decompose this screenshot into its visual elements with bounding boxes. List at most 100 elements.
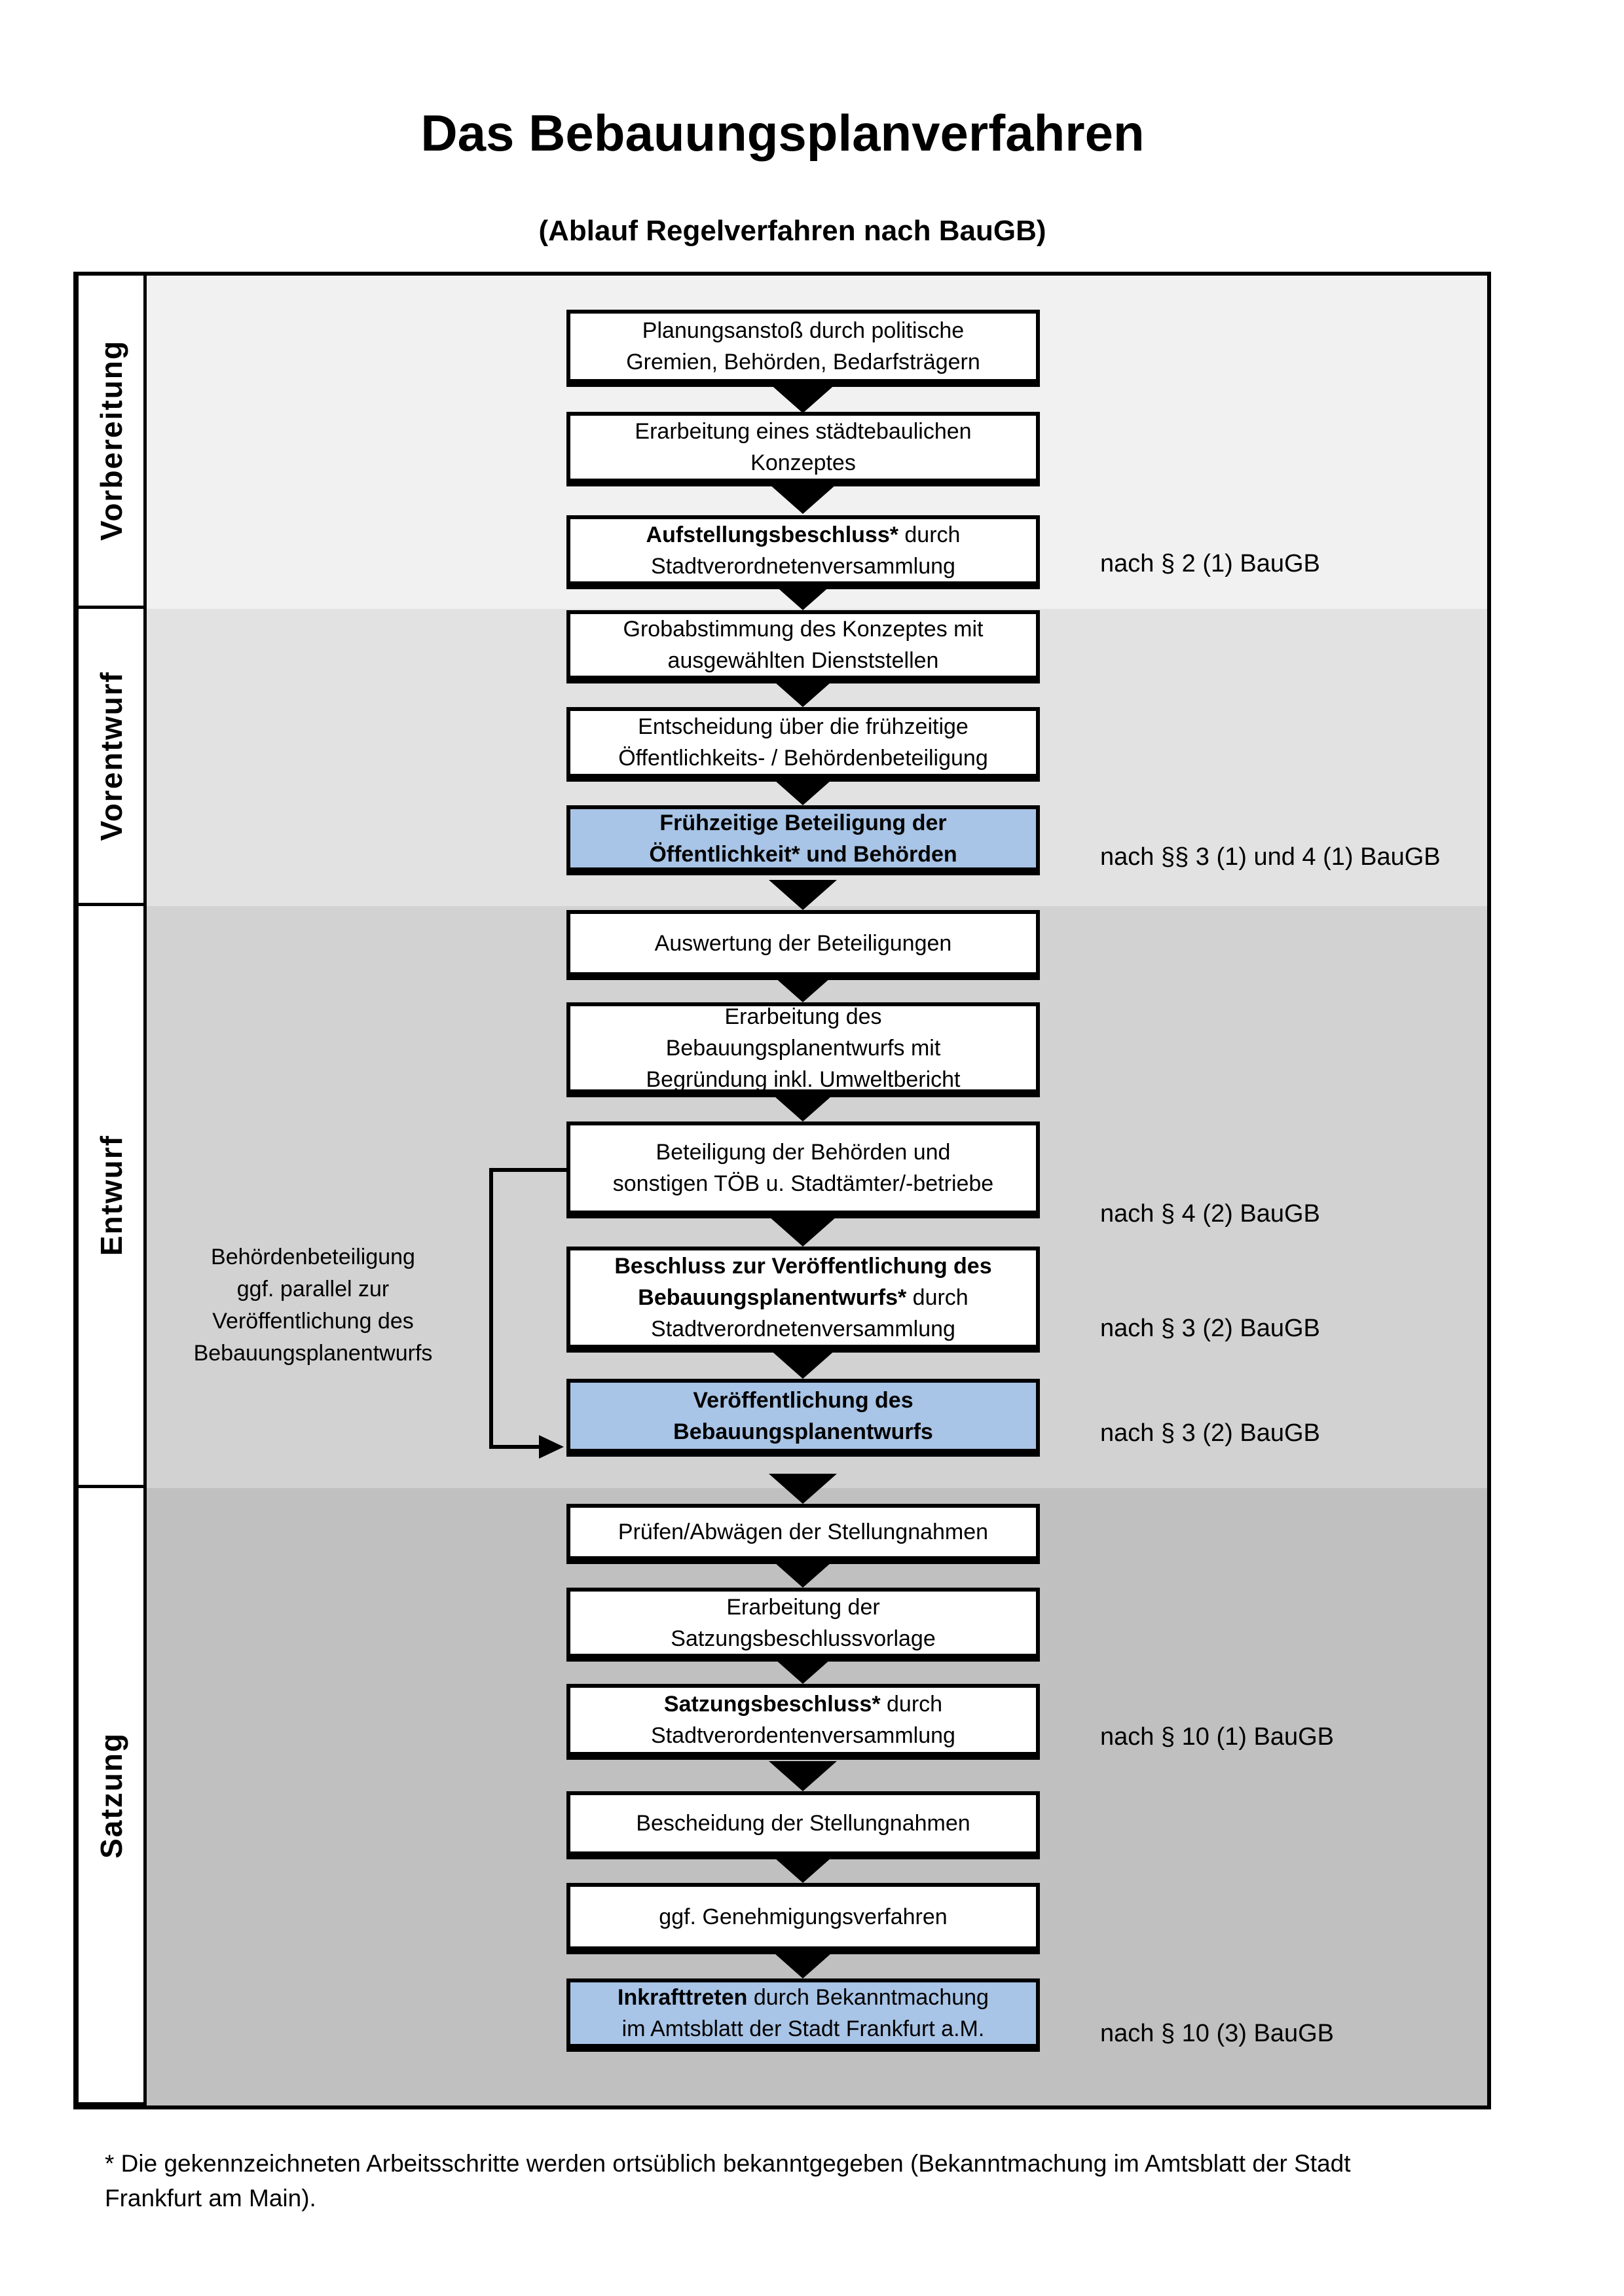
- step-text-line: Entscheidung über die frühzeitige: [638, 711, 969, 742]
- flow-step-bescheidung: Bescheidung der Stellungnahmen: [566, 1791, 1040, 1859]
- step-text: im Amtsblatt der Stadt Frankfurt a.M.: [621, 2016, 985, 2041]
- step-text: Stadtverordentenversammlung: [651, 1723, 955, 1748]
- step-text-line: sonstigen TÖB u. Stadtämter/-betriebe: [613, 1168, 993, 1199]
- flow-step-aufstellungsbeschluss: Aufstellungsbeschluss* durch Stadtverord…: [566, 515, 1040, 589]
- phase-label-vorentwurf: Vorentwurf: [75, 606, 147, 906]
- step-text-line: ggf. Genehmigungsverfahren: [659, 1901, 947, 1933]
- flow-step-fruehzeitige-beteiligung: Frühzeitige Beteiligung der Öffentlichke…: [566, 805, 1040, 875]
- flow-step-satzungsbeschluss: Satzungsbeschluss* durch Stadtverordente…: [566, 1684, 1040, 1760]
- step-text: Satzungsbeschlussvorlage: [671, 1626, 936, 1651]
- step-text-line: Öffentlichkeits- / Behördenbeteiligung: [618, 742, 988, 774]
- annotation-behoerdenbeteiligung: Behördenbeteiligung ggf. parallel zur Ve…: [149, 1241, 477, 1370]
- step-text-line: Grobabstimmung des Konzeptes mit: [623, 613, 984, 645]
- phase-label-text: Vorbereitung: [94, 340, 128, 541]
- page-subtitle: (Ablauf Regelverfahren nach BauGB): [538, 215, 1046, 247]
- step-text: Begründung inkl. Umweltbericht: [646, 1066, 961, 1092]
- step-text-line: Stadtverordnetenversammlung: [651, 1313, 955, 1345]
- phase-label-text: Entwurf: [94, 1135, 128, 1256]
- step-text-bold: Beschluss zur Veröffentlichung des: [614, 1254, 992, 1279]
- annotation-line: Bebauungsplanentwurfs: [193, 1341, 433, 1366]
- flow-arrow-down: [769, 1216, 837, 1247]
- step-text-bold: Aufstellungsbeschluss*: [646, 522, 898, 547]
- flow-step-inkrafttreten: Inkrafttreten durch Bekanntmachung im Am…: [566, 1978, 1040, 2052]
- step-text-bold: Bebauungsplanentwurfs: [673, 1419, 933, 1444]
- step-text: Erarbeitung des: [724, 1004, 882, 1029]
- step-text-line: Beschluss zur Veröffentlichung des: [614, 1250, 991, 1282]
- step-text: Konzeptes: [750, 450, 856, 475]
- step-text-line: Beteiligung der Behörden und: [656, 1137, 951, 1168]
- step-text: Beteiligung der Behörden und: [655, 1140, 951, 1165]
- step-text: Entscheidung über die frühzeitige: [638, 714, 969, 739]
- flow-step-genehmigungsverfahren: ggf. Genehmigungsverfahren: [566, 1883, 1040, 1954]
- step-text-line: im Amtsblatt der Stadt Frankfurt a.M.: [622, 2013, 985, 2045]
- step-text: Stadtverordnetenversammlung: [651, 553, 955, 579]
- step-text: sonstigen TÖB u. Stadtämter/-betriebe: [612, 1171, 994, 1196]
- step-text-line: Prüfen/Abwägen der Stellungnahmen: [618, 1516, 988, 1548]
- step-text-line: Planungsanstoß durch politische: [642, 315, 964, 346]
- phase-label-text: Satzung: [94, 1732, 128, 1859]
- step-text-line: Stadtverordentenversammlung: [651, 1720, 955, 1751]
- step-text: Auswertung der Beteiligungen: [654, 930, 952, 956]
- flow-step-pruefen-abwaegen: Prüfen/Abwägen der Stellungnahmen: [566, 1504, 1040, 1564]
- step-text-line: Konzeptes: [750, 447, 856, 479]
- step-text: Erarbeitung der: [726, 1594, 880, 1620]
- step-text-line: Inkrafttreten durch Bekanntmachung: [618, 1982, 989, 2013]
- step-text-line: Frühzeitige Beteiligung der: [659, 807, 946, 839]
- step-text-line: Bebauungsplanentwurfs* durch: [638, 1282, 968, 1313]
- step-text: ggf. Genehmigungsverfahren: [659, 1904, 948, 1929]
- step-text-line: Erarbeitung der: [726, 1592, 879, 1623]
- step-text-bold: Frühzeitige Beteiligung der: [659, 810, 947, 835]
- annotation-line: ggf. parallel zur: [236, 1277, 390, 1302]
- step-text: durch Bekanntmachung: [747, 1985, 989, 2010]
- flow-step-veroeffentlichung: Veröffentlichung des Bebauungsplanentwur…: [566, 1379, 1040, 1457]
- flow-arrow-down: [769, 383, 837, 413]
- step-text: Grobabstimmung des Konzeptes mit: [623, 617, 984, 642]
- flow-step-grobabstimmung: Grobabstimmung des Konzeptes mit ausgewä…: [566, 610, 1040, 683]
- annotation-line: Behördenbeteiligung: [211, 1245, 415, 1269]
- flow-step-erarbeitung-entwurf: Erarbeitung des Bebauungsplanentwurfs mi…: [566, 1002, 1040, 1097]
- page-title: Das Bebauungsplanverfahren: [420, 104, 1145, 162]
- legal-ref-10-3: nach § 10 (3) BauGB: [1100, 2020, 1334, 2047]
- legal-ref-2-1: nach § 2 (1) BauGB: [1100, 550, 1320, 577]
- legal-ref-3-1-4-1: nach §§ 3 (1) und 4 (1) BauGB: [1100, 843, 1441, 871]
- flow-step-konzept: Erarbeitung eines städtebaulichen Konzep…: [566, 412, 1040, 486]
- step-text: Planungsanstoß durch politische: [642, 318, 965, 343]
- flow-arrow-down: [769, 1349, 837, 1379]
- phase-label-satzung: Satzung: [75, 1485, 147, 2105]
- step-text-line: Veröffentlichung des: [693, 1385, 913, 1416]
- step-text-bold: Inkrafttreten: [618, 1985, 748, 2010]
- flow-step-planungsanstoss: Planungsanstoß durch politische Gremien,…: [566, 310, 1040, 387]
- flow-step-auswertung: Auswertung der Beteiligungen: [566, 910, 1040, 980]
- flow-arrow-down: [769, 1761, 837, 1791]
- step-text: durch: [906, 1285, 969, 1310]
- step-text: Bebauungsplanentwurfs mit: [665, 1035, 941, 1061]
- connector-vertical: [489, 1168, 493, 1447]
- step-text-line: Stadtverordnetenversammlung: [651, 551, 955, 582]
- step-text-line: ausgewählten Dienststellen: [668, 645, 939, 676]
- step-text-bold: Satzungsbeschluss*: [663, 1692, 881, 1717]
- legal-ref-10-1: nach § 10 (1) BauGB: [1100, 1723, 1334, 1751]
- step-text-line: Öffentlichkeit* und Behörden: [649, 839, 957, 870]
- step-text: Gremien, Behörden, Bedarfsträgern: [626, 350, 980, 374]
- step-text: Öffentlichkeits- / Behördenbeteiligung: [618, 746, 988, 771]
- flow-step-beteiligung-behoerden: Beteiligung der Behörden und sonstigen T…: [566, 1121, 1040, 1218]
- step-text-bold: Veröffentlichung des: [693, 1387, 913, 1413]
- flow-step-satzungsbeschlussvorlage: Erarbeitung der Satzungsbeschlussvorlage: [566, 1588, 1040, 1662]
- step-text-line: Auswertung der Beteiligungen: [655, 928, 952, 959]
- connector-horizontal: [489, 1445, 542, 1449]
- phase-label-text: Vorentwurf: [94, 670, 128, 841]
- step-text: durch: [880, 1692, 943, 1717]
- flow-arrow-down: [769, 1474, 837, 1504]
- phase-label-vorbereitung: Vorbereitung: [75, 272, 147, 609]
- step-text-line: Bescheidung der Stellungnahmen: [636, 1808, 970, 1839]
- legal-ref-3-2-a: nach § 3 (2) BauGB: [1100, 1315, 1320, 1342]
- legal-ref-3-2-b: nach § 3 (2) BauGB: [1100, 1419, 1320, 1447]
- step-text: durch: [898, 522, 961, 547]
- step-text-line: Bebauungsplanentwurfs mit: [666, 1032, 941, 1064]
- step-text-line: Bebauungsplanentwurfs: [673, 1416, 933, 1448]
- connector-arrowhead-icon: [539, 1435, 564, 1459]
- step-text: ausgewählten Dienststellen: [667, 648, 939, 673]
- step-text-line: Gremien, Behörden, Bedarfsträgern: [626, 346, 980, 378]
- step-text-line: Satzungsbeschlussvorlage: [671, 1623, 935, 1654]
